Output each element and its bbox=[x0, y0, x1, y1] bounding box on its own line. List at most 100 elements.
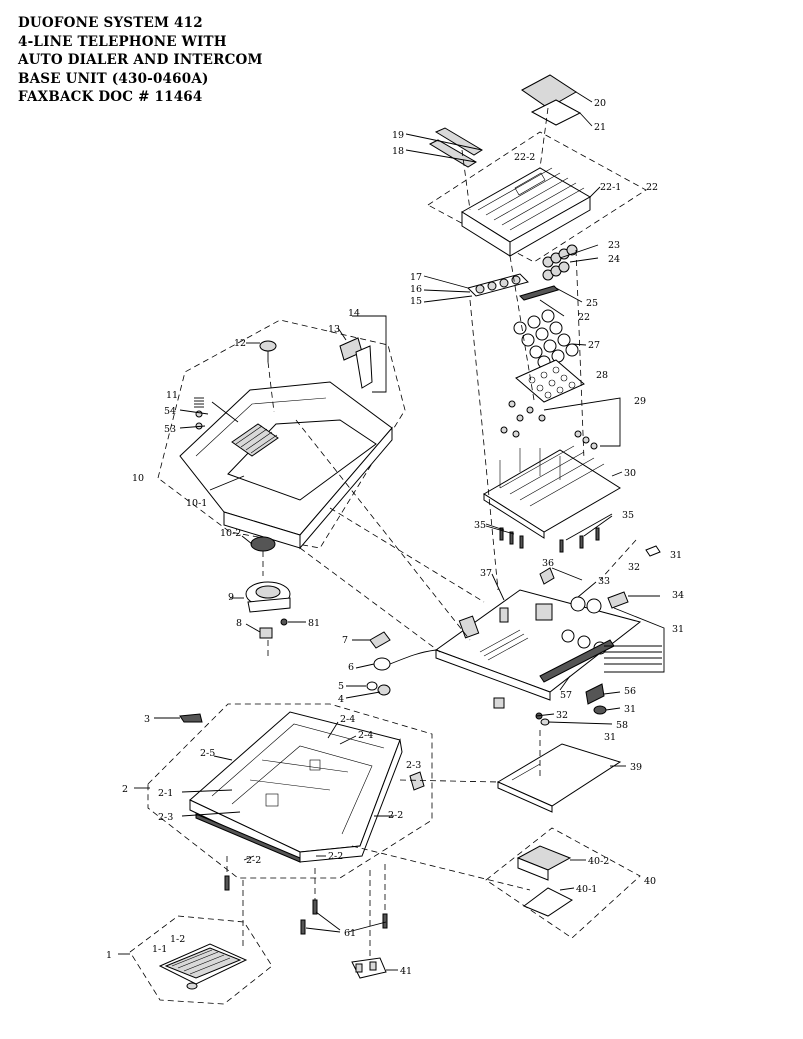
part-23-24-key-buttons bbox=[542, 244, 578, 281]
label-37: 37 bbox=[480, 568, 492, 579]
label-40-1: 40-1 bbox=[576, 884, 597, 895]
part-61-screws bbox=[224, 875, 388, 935]
label-81: 81 bbox=[308, 618, 320, 629]
top-cover-assembly bbox=[157, 315, 406, 576]
label-57: 57 bbox=[560, 690, 572, 701]
part-31-clip-mid bbox=[593, 705, 607, 715]
part-8-bracket bbox=[259, 627, 273, 639]
label-12: 12 bbox=[234, 338, 246, 349]
label-53: 53 bbox=[164, 424, 176, 435]
label-1-2: 1-2 bbox=[170, 934, 185, 945]
part-81-screw bbox=[280, 618, 288, 626]
part-labels: 20 21 19 18 22-2 22-1 22 23 24 17 16 15 … bbox=[106, 98, 684, 977]
label-19: 19 bbox=[392, 130, 404, 141]
part-29-contacts bbox=[500, 400, 598, 450]
part-34-clip bbox=[607, 591, 629, 609]
document-title-block: DUOFONE SYSTEM 412 4-LINE TELEPHONE WITH… bbox=[18, 14, 263, 107]
part-15-17-button-strip bbox=[467, 273, 559, 301]
part-2-3-strip bbox=[195, 813, 301, 863]
part-7-clip bbox=[369, 631, 391, 649]
label-10: 10 bbox=[132, 473, 144, 484]
label-35-right: 35 bbox=[622, 510, 634, 521]
bottom-plate-assembly bbox=[496, 730, 626, 813]
label-1: 1 bbox=[106, 950, 112, 961]
label-22-2: 22-2 bbox=[514, 152, 535, 163]
label-17: 17 bbox=[410, 272, 422, 283]
label-54: 54 bbox=[164, 406, 176, 417]
label-5: 5 bbox=[338, 681, 344, 692]
label-2-2-left: 2-2 bbox=[246, 855, 261, 866]
label-2-3-lower: 2-3 bbox=[158, 812, 173, 823]
label-15: 15 bbox=[410, 296, 422, 307]
keypad-pcb-assembly bbox=[483, 397, 661, 581]
part-31-clip-top bbox=[645, 545, 661, 557]
label-27: 27 bbox=[588, 340, 600, 351]
label-10-2: 10-2 bbox=[220, 528, 241, 539]
label-4: 4 bbox=[338, 694, 344, 705]
label-58: 58 bbox=[616, 720, 628, 731]
tray-assembly bbox=[118, 915, 273, 1005]
part-39-bottom-plate bbox=[496, 743, 622, 807]
label-3: 3 bbox=[144, 714, 150, 725]
part-54-washer bbox=[195, 410, 203, 418]
label-56: 56 bbox=[624, 686, 636, 697]
label-31-low: 31 bbox=[624, 704, 636, 715]
part-35-screws bbox=[499, 527, 600, 553]
label-24: 24 bbox=[608, 254, 620, 265]
title-line-part-number: BASE UNIT (430-0460A) bbox=[18, 70, 209, 87]
part-28-key-mat bbox=[515, 359, 585, 403]
title-line-model: DUOFONE SYSTEM 412 bbox=[18, 15, 203, 31]
title-line-features: AUTO DIALER AND INTERCOM bbox=[18, 52, 263, 69]
label-33: 33 bbox=[598, 576, 610, 587]
label-13: 13 bbox=[328, 324, 340, 335]
label-14: 14 bbox=[348, 308, 360, 319]
label-8: 8 bbox=[236, 618, 242, 629]
part-4-grommet bbox=[377, 684, 391, 696]
part-36-part bbox=[539, 567, 555, 585]
label-2-4-lower: 2-4 bbox=[358, 730, 373, 741]
label-18: 18 bbox=[392, 146, 404, 157]
main-pcb-assembly bbox=[434, 567, 665, 726]
part-6-jack bbox=[373, 657, 391, 671]
part-5-bushing bbox=[366, 681, 378, 691]
label-41: 41 bbox=[400, 966, 412, 977]
label-2-1: 2-1 bbox=[158, 788, 173, 799]
label-10-1: 10-1 bbox=[186, 498, 207, 509]
label-31-bottom: 31 bbox=[604, 732, 616, 743]
base-assembly bbox=[134, 703, 433, 958]
projection-lines bbox=[295, 299, 531, 891]
label-39: 39 bbox=[630, 762, 642, 773]
label-32-low: 32 bbox=[556, 710, 568, 721]
part-30-keypad-board bbox=[483, 449, 621, 533]
part-56-connector bbox=[585, 683, 605, 705]
label-9: 9 bbox=[228, 592, 234, 603]
title-line-faxback-doc: FAXBACK DOC # 11464 bbox=[18, 89, 203, 106]
part-27-rubber-keys bbox=[513, 309, 579, 369]
part-3-foot bbox=[409, 771, 425, 791]
label-36: 36 bbox=[542, 558, 554, 569]
part-3-handset-cord-end bbox=[179, 713, 203, 723]
label-31-top: 31 bbox=[670, 550, 682, 561]
label-22: 22 bbox=[646, 182, 658, 193]
label-61: 61 bbox=[344, 928, 356, 939]
label-16: 16 bbox=[410, 284, 422, 295]
label-40: 40 bbox=[644, 876, 656, 887]
label-21: 21 bbox=[594, 122, 606, 133]
speaker-assembly bbox=[230, 581, 306, 660]
cord-jack-assembly bbox=[154, 631, 437, 723]
label-7: 7 bbox=[342, 635, 348, 646]
part-12-knob bbox=[259, 340, 277, 352]
label-28: 28 bbox=[596, 370, 608, 381]
battery-assembly bbox=[485, 827, 641, 939]
part-58-spacer bbox=[540, 718, 550, 726]
label-35-left: 35 bbox=[474, 520, 486, 531]
part-21-window-lens bbox=[530, 99, 582, 126]
part-10-2-latch bbox=[250, 536, 276, 552]
label-40-2: 40-2 bbox=[588, 856, 609, 867]
label-2-2-right: 2-2 bbox=[388, 810, 403, 821]
label-30: 30 bbox=[624, 468, 636, 479]
part-11-spring bbox=[194, 397, 204, 408]
label-6: 6 bbox=[348, 662, 354, 673]
part-31-standoff bbox=[493, 697, 505, 709]
